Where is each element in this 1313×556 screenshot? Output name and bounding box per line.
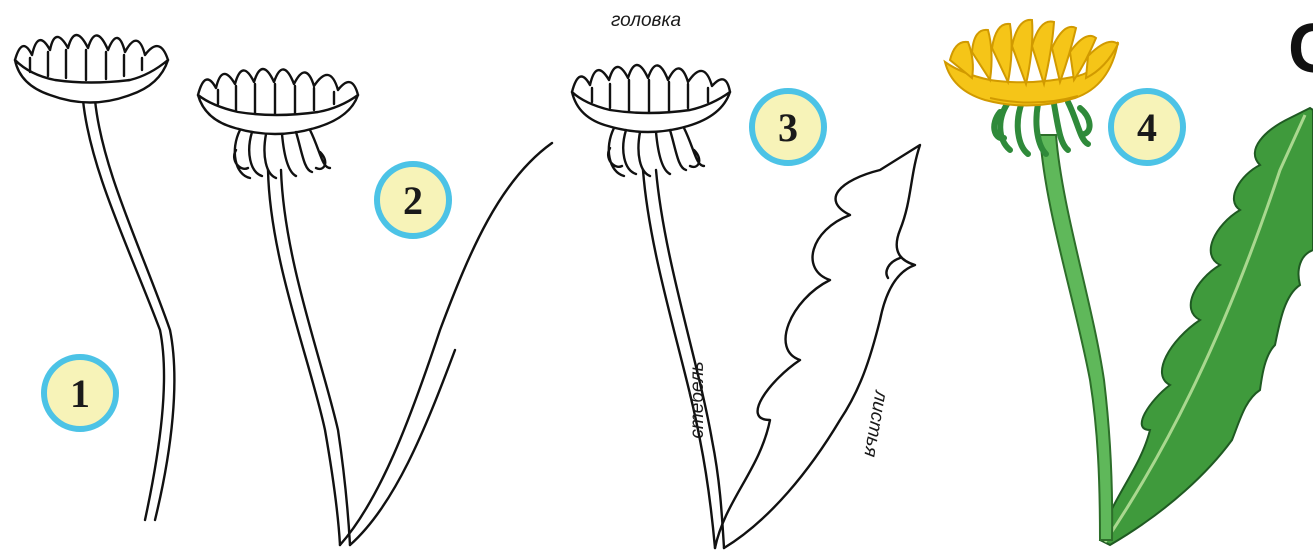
step-1-badge: 1 bbox=[44, 357, 116, 429]
leaves-label: листья bbox=[859, 388, 891, 458]
step-4-number: 4 bbox=[1137, 105, 1157, 150]
stem-label: стебель bbox=[687, 361, 708, 438]
step-3-flower-head bbox=[572, 65, 730, 176]
step-3-leaf bbox=[715, 145, 920, 548]
head-label: головка bbox=[611, 10, 681, 31]
step-3-stem bbox=[643, 170, 724, 548]
step-1-flower-head bbox=[15, 35, 168, 103]
step-3-badge: 3 bbox=[752, 91, 824, 163]
step-2-flower-head bbox=[198, 69, 358, 178]
step-4-badge: 4 bbox=[1111, 91, 1183, 163]
step-4-bracts bbox=[994, 100, 1089, 154]
step-4-stem bbox=[1040, 135, 1112, 540]
step-4-leaf bbox=[1100, 108, 1313, 545]
step-2-stem bbox=[268, 170, 350, 545]
step-1-number: 1 bbox=[70, 371, 90, 416]
step-2-drawing bbox=[198, 69, 552, 545]
step-1-drawing bbox=[15, 35, 174, 520]
step-1-stem bbox=[83, 100, 174, 520]
step-3-number: 3 bbox=[778, 105, 798, 150]
corner-letter-fragment: С bbox=[1288, 9, 1313, 87]
step-2-badge: 2 bbox=[377, 164, 449, 236]
step-3-drawing bbox=[572, 65, 920, 548]
step-2-number: 2 bbox=[403, 178, 423, 223]
step-4-flower-head bbox=[945, 20, 1118, 106]
